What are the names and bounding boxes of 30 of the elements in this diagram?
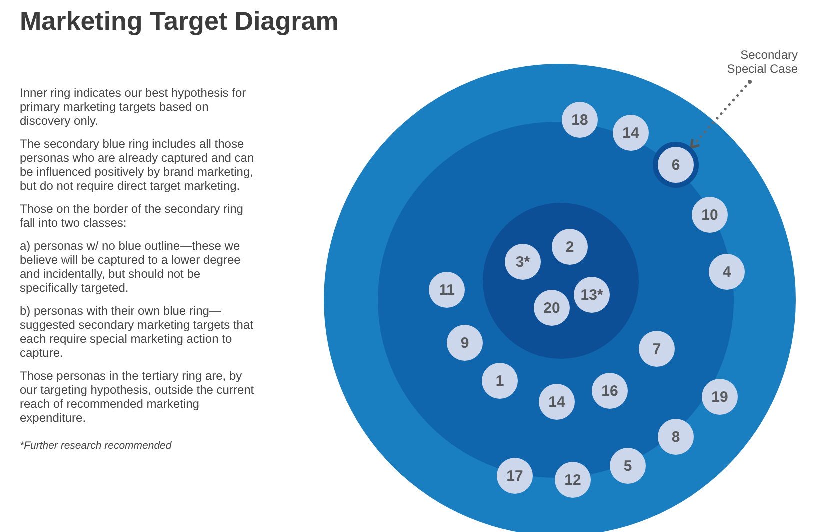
leader-arrow <box>690 80 752 150</box>
description-paragraph: b) personas with their own blue ring—suggested secondary marketing targets that each require special marketing action to capture. <box>20 304 254 360</box>
description-paragraph: a) personas w/ no blue outline—these we believe will be captured to a lower degree and incidentally, but should not be specifically targeted. <box>20 239 242 295</box>
persona-circle: 17 <box>497 458 533 494</box>
persona-circle: 3* <box>505 244 541 280</box>
persona-circle: 5 <box>610 448 646 484</box>
persona-circle: 9 <box>447 325 483 361</box>
persona-circle: 10 <box>692 197 728 233</box>
description-paragraph: Those personas in the tertiary ring are, by our targeting hypothesis, outside the current reach of recommended marketing expenditure. <box>20 369 256 425</box>
persona-circle: 13* <box>574 277 610 313</box>
persona-circle: 4 <box>709 254 745 290</box>
persona-circle: 16 <box>592 373 628 409</box>
description-paragraph: Inner ring indicates our best hypothesis for primary marketing targets based on discovery only. <box>20 86 248 128</box>
persona-circle: 11 <box>429 272 465 308</box>
persona-circle: 7 <box>639 331 675 367</box>
persona-circle: 18 <box>562 102 598 138</box>
persona-circle: 14 <box>539 384 575 420</box>
persona-circle: 12 <box>555 462 591 498</box>
description-paragraph: Those on the border of the secondary ring fall into two classes: <box>20 202 244 230</box>
highlighted-persona-circle: 6 <box>653 142 699 188</box>
diagram-title: Marketing Target Diagram <box>20 6 339 37</box>
persona-circle: 20 <box>534 290 570 326</box>
persona-circle: 19 <box>702 379 738 415</box>
persona-circle: 1 <box>482 363 518 399</box>
persona-circle: 2 <box>552 229 588 265</box>
description-paragraph: The secondary blue ring includes all those personas who are already captured and can be influenced positively by brand marketing, but do not require direct target marketing. <box>20 137 256 193</box>
footnote: *Further research recommended <box>20 439 173 453</box>
persona-circle: 8 <box>658 419 694 455</box>
callout-text: Secondary Special Case <box>718 48 798 78</box>
persona-circle: 14 <box>613 115 649 151</box>
